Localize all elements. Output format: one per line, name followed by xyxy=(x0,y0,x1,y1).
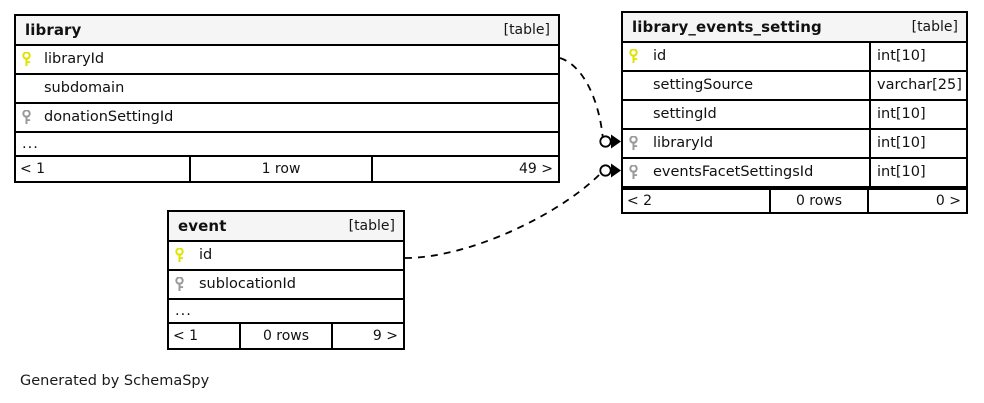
table-row-name: id xyxy=(199,247,213,264)
table-library-footer: < 1 1 row 49 > xyxy=(16,157,558,181)
relationship-line xyxy=(559,57,604,141)
no-key-icon xyxy=(623,72,643,99)
footer-prev-link[interactable]: < 1 xyxy=(20,161,46,177)
table-event-tag: [table] xyxy=(348,218,395,234)
table-event-footer: < 1 0 rows 9 > xyxy=(169,324,403,348)
foreign-key-icon xyxy=(623,159,643,186)
table-library-events-setting-header: library_events_setting [table] xyxy=(623,13,966,43)
more-columns-indicator[interactable]: ... xyxy=(16,133,558,157)
table-row-type: int[10] xyxy=(869,130,966,157)
footer-row-count: 0 rows xyxy=(239,324,333,348)
footer-next-link[interactable]: 0 > xyxy=(935,193,961,209)
primary-key-icon xyxy=(623,43,643,70)
table-event-title: event xyxy=(178,216,227,235)
table-library-events-setting-tag: [table] xyxy=(911,19,958,35)
table-library-title: library xyxy=(25,20,82,39)
footer-prev-link[interactable]: < 1 xyxy=(173,328,199,344)
table-row[interactable]: donationSettingId xyxy=(16,104,558,133)
table-row[interactable]: subdomain xyxy=(16,75,558,104)
foreign-key-icon xyxy=(169,271,189,298)
table-row-name: id xyxy=(653,48,667,65)
relationship-line xyxy=(404,173,601,259)
foreign-key-icon xyxy=(16,104,36,131)
footer-row-count: 1 row xyxy=(189,157,373,181)
more-columns-indicator[interactable]: ... xyxy=(169,300,403,324)
table-row-name: settingId xyxy=(653,106,717,123)
table-library-events-setting-title: library_events_setting xyxy=(632,17,822,36)
relationship-library-to-library-events-setting xyxy=(559,57,621,149)
footer-prev-link[interactable]: < 2 xyxy=(627,193,653,209)
no-key-icon xyxy=(16,75,36,102)
generated-by-caption: Generated by SchemaSpy xyxy=(20,373,210,389)
table-library[interactable]: library [table] libraryId subdomain xyxy=(14,14,560,183)
table-row[interactable]: id int[10] xyxy=(623,43,966,72)
table-row[interactable]: eventsFacetSettingsId int[10] xyxy=(623,159,966,188)
crowsfoot-arrow xyxy=(611,134,621,149)
table-event-header: event [table] xyxy=(169,212,403,242)
table-row[interactable]: sublocationId xyxy=(169,271,403,300)
table-row[interactable]: settingId int[10] xyxy=(623,101,966,130)
table-row-type: int[10] xyxy=(869,159,966,186)
table-row-name: settingSource xyxy=(653,77,754,94)
table-row[interactable]: settingSource varchar[25] xyxy=(623,72,966,101)
primary-key-icon xyxy=(169,242,189,269)
table-row-type: int[10] xyxy=(869,43,966,70)
table-row[interactable]: libraryId xyxy=(16,46,558,75)
table-row-name: subdomain xyxy=(44,80,125,97)
table-row-name: eventsFacetSettingsId xyxy=(653,164,814,181)
optional-marker-circle xyxy=(599,164,612,177)
footer-next-link[interactable]: 49 > xyxy=(519,161,553,177)
table-row[interactable]: id xyxy=(169,242,403,271)
table-row-name: donationSettingId xyxy=(44,109,174,126)
table-library-events-setting-footer: < 2 0 rows 0 > xyxy=(623,188,966,212)
table-row-name: libraryId xyxy=(44,51,105,68)
crowsfoot-arrow xyxy=(611,163,621,178)
primary-key-icon xyxy=(16,46,36,73)
no-key-icon xyxy=(623,101,643,128)
footer-row-count: 0 rows xyxy=(769,190,869,212)
table-row-type: int[10] xyxy=(869,101,966,128)
footer-next-link[interactable]: 9 > xyxy=(372,328,398,344)
table-row-name: libraryId xyxy=(653,135,714,152)
table-library-header: library [table] xyxy=(16,16,558,46)
table-event[interactable]: event [table] id xyxy=(167,210,405,350)
table-row[interactable]: libraryId int[10] xyxy=(623,130,966,159)
optional-marker-circle xyxy=(599,135,612,148)
table-library-tag: [table] xyxy=(503,22,550,38)
table-row-name: sublocationId xyxy=(199,276,296,293)
table-row-type: varchar[25] xyxy=(869,72,966,99)
table-library-events-setting[interactable]: library_events_setting [table] id int[10… xyxy=(621,11,968,214)
foreign-key-icon xyxy=(623,130,643,157)
